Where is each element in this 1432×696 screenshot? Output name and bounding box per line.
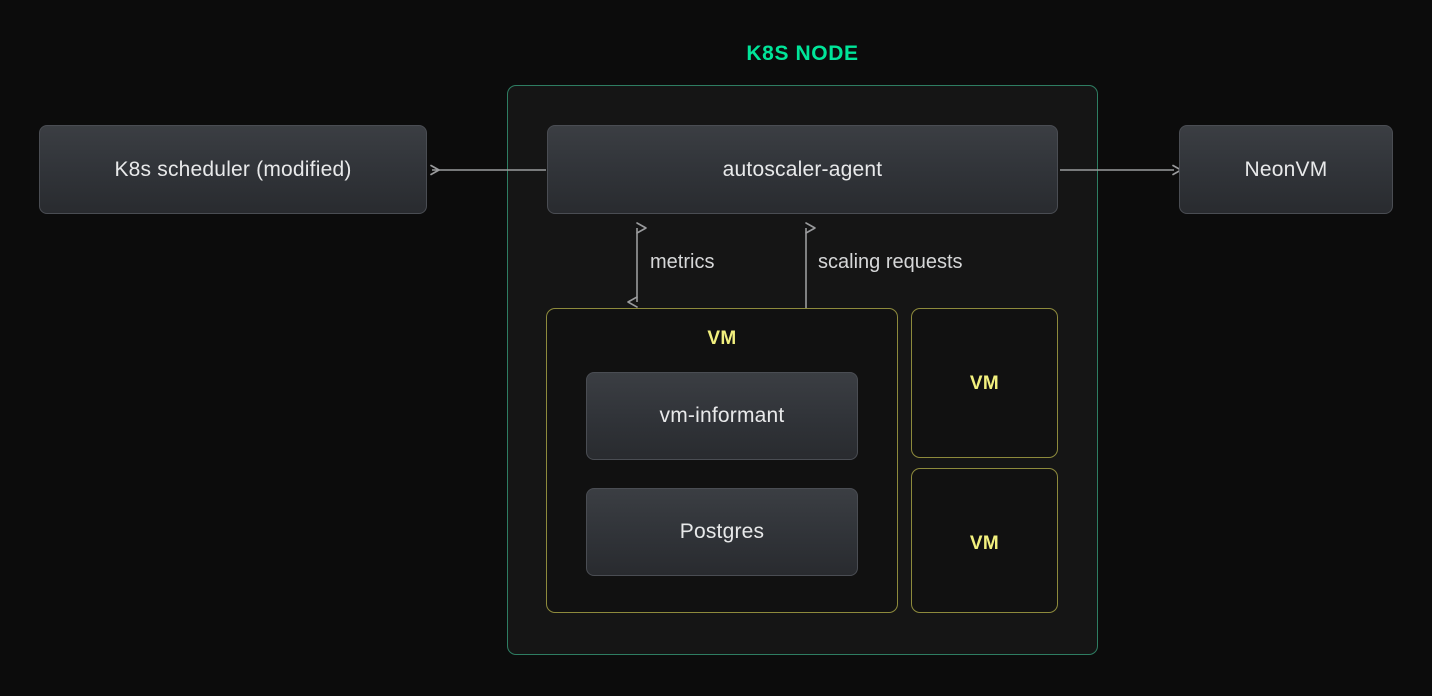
vm-box-primary-label: VM — [707, 328, 737, 349]
autoscaler-agent-box[interactable]: autoscaler-agent — [547, 125, 1058, 214]
metrics-edge-label: metrics — [650, 251, 715, 273]
postgres-label: Postgres — [679, 520, 765, 543]
neonvm-label: NeonVM — [1244, 157, 1328, 181]
node-title: K8S NODE — [746, 42, 859, 65]
vm-box-tertiary[interactable] — [911, 468, 1058, 613]
vm-box-tertiary-label: VM — [969, 533, 1000, 554]
autoscaler-agent-label: autoscaler-agent — [722, 157, 883, 181]
vm-informant-label: vm-informant — [659, 404, 785, 427]
vm-box-secondary-label: VM — [969, 373, 1000, 394]
vm-informant-box[interactable]: vm-informant — [586, 372, 858, 460]
scaling-requests-edge-label: scaling requests — [818, 251, 963, 273]
postgres-box[interactable]: Postgres — [586, 488, 858, 576]
k8s-scheduler-box[interactable]: K8s scheduler (modified) — [39, 125, 427, 214]
neonvm-box[interactable]: NeonVM — [1179, 125, 1393, 214]
k8s-scheduler-label: K8s scheduler (modified) — [114, 157, 352, 181]
vm-box-secondary[interactable] — [911, 308, 1058, 458]
